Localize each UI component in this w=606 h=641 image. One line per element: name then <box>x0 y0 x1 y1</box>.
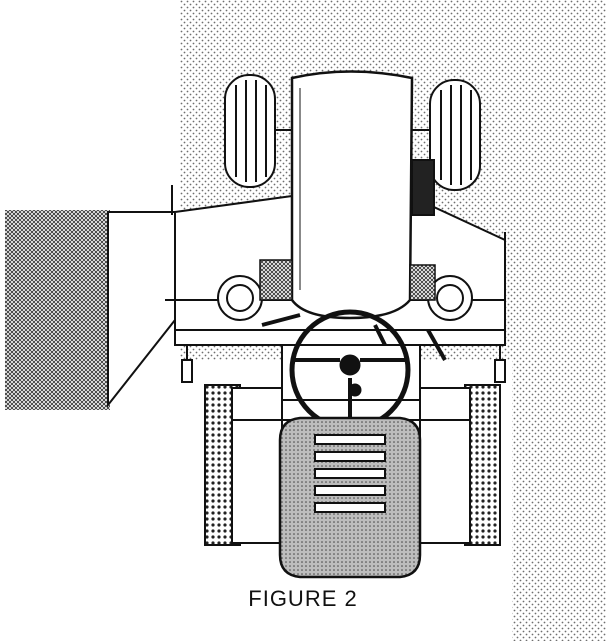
engine-side-panel-right <box>409 264 436 301</box>
tractor-seat <box>278 416 422 579</box>
figure-caption: FIGURE 2 <box>248 586 358 611</box>
front-tires <box>224 74 481 216</box>
control-levers <box>261 313 447 361</box>
crosshatched-discharge-area <box>5 210 110 410</box>
engine-side-panel-left <box>259 259 293 301</box>
stippled-ground-right-strip <box>512 0 606 641</box>
rear-tires <box>204 384 501 546</box>
tractor-hood <box>290 70 414 320</box>
